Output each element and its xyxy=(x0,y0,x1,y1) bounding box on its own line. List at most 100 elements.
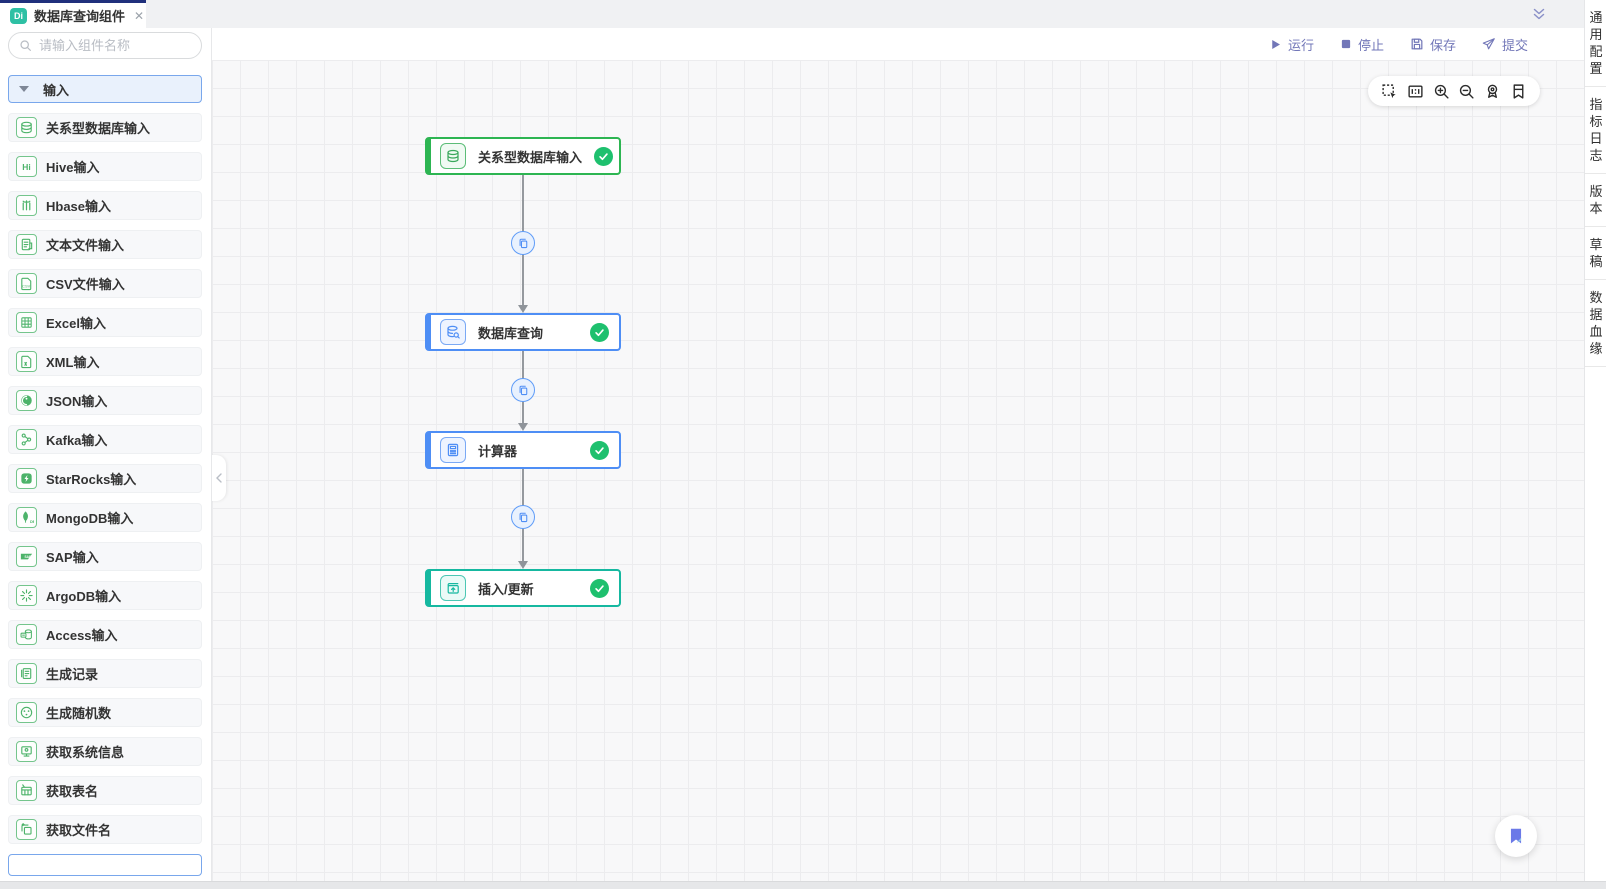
sap-icon: SAP xyxy=(16,546,37,567)
sidebar-section-next-partial[interactable] xyxy=(8,854,202,876)
csv-file-icon: CSV xyxy=(16,273,37,294)
sidebar-item-generate-records[interactable]: 生成记录 xyxy=(8,659,202,688)
edge-2-copy-badge[interactable] xyxy=(511,378,535,402)
sidebar-item-starrocks-input[interactable]: StarRocks输入 xyxy=(8,464,202,493)
generate-records-icon xyxy=(16,663,37,684)
svg-text:SAP: SAP xyxy=(25,555,32,559)
xml-file-icon xyxy=(16,351,37,372)
edge-2-arrowhead xyxy=(518,423,528,431)
canvas-action-toolbar: 运行 停止 保存 提交 xyxy=(212,28,1584,60)
sidebar-collapse-handle[interactable] xyxy=(212,455,226,501)
table-name-icon xyxy=(16,780,37,801)
argodb-icon xyxy=(16,585,37,606)
panel-tab-metrics-log[interactable]: 指标日志 xyxy=(1585,87,1606,174)
component-sidebar: 输入 关系型数据库输入 Hi Hive输入 Hbase输入 文本文件输入 CSV… xyxy=(0,28,212,881)
edge-1-arrowhead xyxy=(518,305,528,313)
panel-tab-general-config[interactable]: 通用配置 xyxy=(1585,0,1606,87)
sidebar-item-excel-input[interactable]: Excel输入 xyxy=(8,308,202,337)
sidebar-item-text-file-input[interactable]: 文本文件输入 xyxy=(8,230,202,259)
sidebar-item-get-system-info[interactable]: 获取系统信息 xyxy=(8,737,202,766)
node-calculator[interactable]: 计算器 xyxy=(425,431,621,469)
success-check-icon xyxy=(590,440,609,460)
tab-bar: Di 数据库查询组件 ✕ xyxy=(0,0,1584,28)
sidebar-item-hive-input[interactable]: Hi Hive输入 xyxy=(8,152,202,181)
copy-icon xyxy=(519,512,527,522)
file-name-icon xyxy=(16,819,37,840)
search-input[interactable] xyxy=(39,38,189,53)
sidebar-item-generate-random[interactable]: 生成随机数 xyxy=(8,698,202,727)
panel-tab-draft[interactable]: 草稿 xyxy=(1585,227,1606,280)
sidebar-item-access-input[interactable]: Access输入 xyxy=(8,620,202,649)
sidebar-item-relational-db-input[interactable]: 关系型数据库输入 xyxy=(8,113,202,142)
sidebar-item-mongodb-input[interactable]: DB MongoDB输入 xyxy=(8,503,202,532)
database-search-icon xyxy=(440,319,466,345)
node-database-query[interactable]: 数据库查询 xyxy=(425,313,621,351)
calculator-icon xyxy=(440,437,466,463)
submit-icon xyxy=(1482,38,1495,50)
copy-icon xyxy=(519,238,527,248)
sidebar-item-hbase-input[interactable]: Hbase输入 xyxy=(8,191,202,220)
system-info-icon xyxy=(16,741,37,762)
stop-icon xyxy=(1341,39,1351,49)
hbase-icon xyxy=(16,195,37,216)
node-insert-update[interactable]: 插入/更新 xyxy=(425,569,621,607)
copy-icon xyxy=(519,385,527,395)
edge-1-copy-badge[interactable] xyxy=(511,231,535,255)
bookmark-ribbon-icon xyxy=(1510,828,1522,844)
horizontal-scrollbar[interactable] xyxy=(0,881,1606,889)
feedback-bookmark-button[interactable] xyxy=(1495,815,1537,857)
bookmark-icon[interactable] xyxy=(1508,81,1528,101)
sidebar-item-json-input[interactable]: JSON输入 xyxy=(8,386,202,415)
tab-database-query-component[interactable]: Di 数据库查询组件 ✕ xyxy=(0,0,146,28)
kafka-icon xyxy=(16,429,37,450)
component-search[interactable] xyxy=(8,32,202,59)
marquee-select-icon[interactable] xyxy=(1380,81,1400,101)
run-icon xyxy=(1272,39,1280,49)
panel-tab-version[interactable]: 版本 xyxy=(1585,174,1606,227)
sidebar-item-xml-input[interactable]: XML输入 xyxy=(8,347,202,376)
sidebar-item-get-table-name[interactable]: 获取表名 xyxy=(8,776,202,805)
zoom-in-icon[interactable] xyxy=(1431,81,1451,101)
tab-close-icon[interactable]: ✕ xyxy=(134,8,145,23)
sidebar-item-kafka-input[interactable]: Kafka输入 xyxy=(8,425,202,454)
sidebar-item-csv-file-input[interactable]: CSV CSV文件输入 xyxy=(8,269,202,298)
insert-update-icon xyxy=(440,575,466,601)
hive-icon: Hi xyxy=(16,156,37,177)
run-button[interactable]: 运行 xyxy=(1269,35,1314,54)
search-icon xyxy=(20,40,31,51)
sidebar-item-get-file-name[interactable]: 获取文件名 xyxy=(8,815,202,844)
submit-button[interactable]: 提交 xyxy=(1482,35,1528,54)
locate-medal-icon[interactable] xyxy=(1483,81,1503,101)
right-config-panel: 通用配置 指标日志 版本 草稿 数据血缘 xyxy=(1584,0,1606,881)
canvas-view-toolbar xyxy=(1368,76,1540,106)
sidebar-item-sap-input[interactable]: SAP SAP输入 xyxy=(8,542,202,571)
save-button[interactable]: 保存 xyxy=(1410,35,1456,54)
node-relational-db-input[interactable]: 关系型数据库输入 xyxy=(425,137,621,175)
starrocks-icon xyxy=(16,468,37,489)
sidebar-section-input[interactable]: 输入 xyxy=(8,75,202,103)
excel-icon xyxy=(16,312,37,333)
database-icon xyxy=(16,117,37,138)
sidebar-item-argodb-input[interactable]: ArgoDB输入 xyxy=(8,581,202,610)
text-file-icon xyxy=(16,234,37,255)
mongodb-icon: DB xyxy=(16,507,37,528)
svg-text:DB: DB xyxy=(30,520,34,524)
double-chevron-down-icon[interactable] xyxy=(1528,4,1550,24)
minimap-icon[interactable] xyxy=(1405,81,1425,101)
chevron-left-icon xyxy=(215,473,222,483)
edge-3-arrowhead xyxy=(518,561,528,569)
success-check-icon xyxy=(590,578,609,598)
edge-3-copy-badge[interactable] xyxy=(511,505,535,529)
chevron-down-icon xyxy=(19,86,29,92)
stop-button[interactable]: 停止 xyxy=(1340,35,1384,54)
panel-tab-data-lineage[interactable]: 数据血缘 xyxy=(1585,280,1606,367)
json-icon xyxy=(16,390,37,411)
svg-text:Hi: Hi xyxy=(22,162,30,172)
zoom-out-icon[interactable] xyxy=(1457,81,1477,101)
success-check-icon xyxy=(590,322,609,342)
access-icon xyxy=(16,624,37,645)
generate-random-icon xyxy=(16,702,37,723)
component-type-badge: Di xyxy=(10,7,27,24)
flow-canvas[interactable]: 关系型数据库输入 数据库查询 计算器 xyxy=(212,60,1584,881)
